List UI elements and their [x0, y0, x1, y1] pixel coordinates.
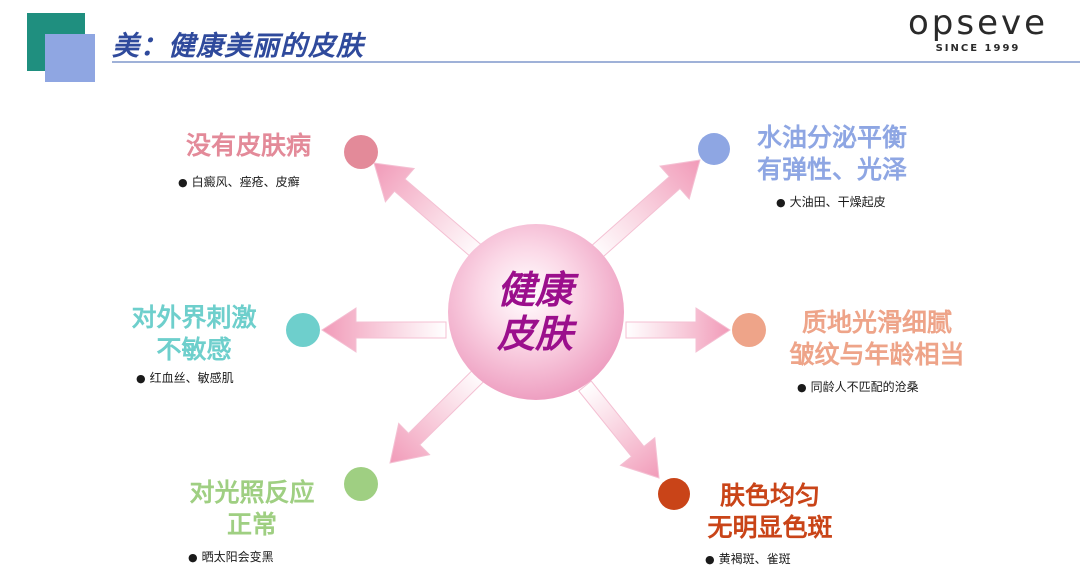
node-dot-mid-right — [732, 313, 766, 347]
node-label-line: 对外界刺激 — [131, 303, 257, 332]
node-detail-mid-left: 红血丝、敏感肌 — [136, 370, 234, 387]
node-label-line: 肤色均匀 — [719, 481, 820, 510]
node-label-line: 有弹性、光泽 — [757, 155, 908, 184]
center-label: 健康 皮肤 — [470, 268, 600, 356]
node-label-line: 无明显色斑 — [707, 513, 833, 542]
node-detail-top-left: 白癜风、痤疮、皮癣 — [178, 174, 300, 191]
node-label-mid-left: 对外界刺激 不敏感 — [126, 302, 262, 366]
node-label-line: 正常 — [226, 510, 277, 539]
center-label-line1: 健康 — [496, 268, 573, 312]
node-dot-top-left — [344, 135, 378, 169]
node-label-line: 水油分泌平衡 — [757, 123, 908, 152]
arrow-group — [321, 159, 731, 479]
node-label-line: 没有皮肤病 — [186, 131, 312, 160]
arrow-bot-right — [578, 380, 660, 479]
node-label-bottom-left: 对光照反应 正常 — [184, 477, 320, 541]
node-label-line: 皱纹与年龄相当 — [789, 340, 965, 369]
node-label-line: 质地光滑细腻 — [801, 308, 952, 337]
node-dot-bot-right — [658, 478, 690, 510]
page-title: 美：健康美丽的皮肤 — [112, 31, 364, 62]
title-underline — [112, 61, 1080, 63]
node-detail-bottom-right: 黄褐斑、雀斑 — [705, 551, 791, 568]
node-label-line: 不敏感 — [156, 335, 232, 364]
arrow-bot-left — [389, 365, 489, 464]
arrow-top-left — [373, 162, 488, 263]
brand-logo: opseve SINCE 1999 — [883, 6, 1073, 55]
node-label-bottom-right: 肤色均匀 无明显色斑 — [701, 480, 839, 544]
node-dot-mid-left — [286, 313, 320, 347]
logo-wordmark: opseve — [907, 3, 1049, 43]
node-label-top-left: 没有皮肤病 — [186, 130, 311, 162]
node-dot-top-right — [698, 133, 730, 165]
center-label-line2: 皮肤 — [496, 312, 573, 356]
arrow-mid-left — [321, 307, 447, 353]
center-circle — [448, 224, 624, 400]
header-decor-square-lavender — [45, 34, 95, 82]
node-detail-mid-right: 同龄人不匹配的沧桑 — [797, 379, 919, 396]
logo-tagline: SINCE 1999 — [935, 43, 1021, 54]
node-detail-top-right: 大油田、干燥起皮 — [776, 194, 886, 211]
node-dot-group — [286, 133, 766, 510]
arrow-top-right — [585, 159, 701, 263]
node-detail-bottom-left: 晒太阳会变黑 — [188, 549, 274, 566]
node-label-mid-right: 质地光滑细腻 皱纹与年龄相当 — [782, 307, 972, 371]
node-label-line: 对光照反应 — [189, 478, 315, 507]
node-dot-bot-left — [344, 467, 378, 501]
node-label-top-right: 水油分泌平衡 有弹性、光泽 — [757, 122, 907, 186]
arrow-mid-right — [625, 307, 731, 353]
